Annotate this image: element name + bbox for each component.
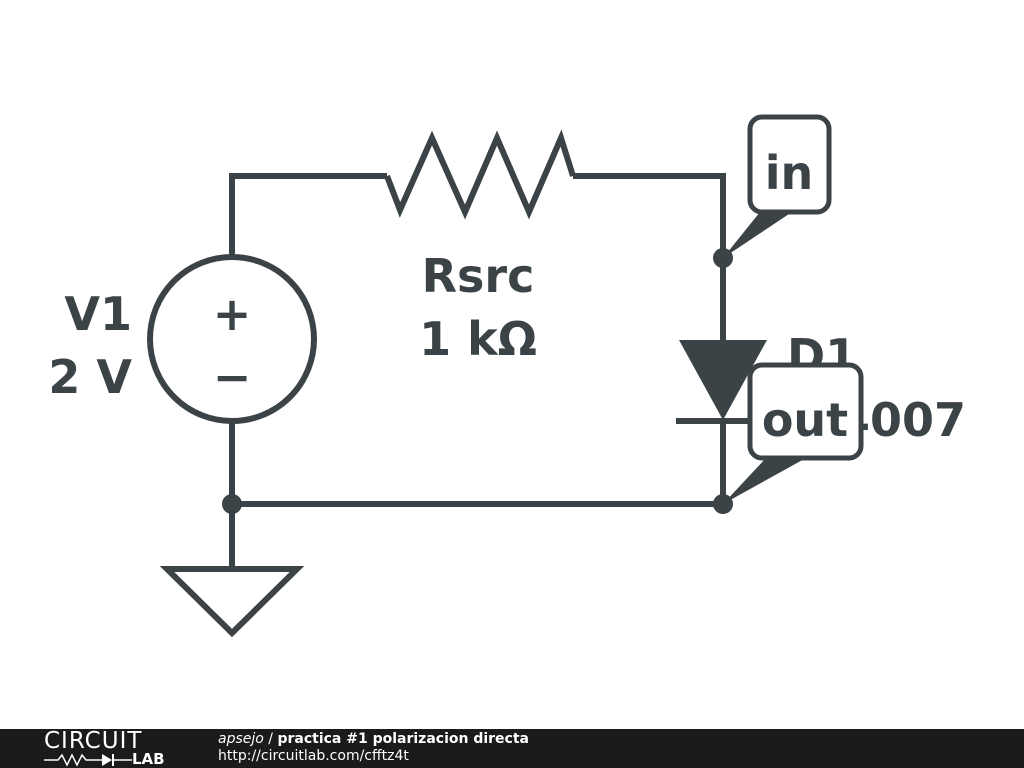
footer-separator: / (263, 731, 278, 747)
net-label-out-box (747, 362, 864, 461)
footer-url[interactable]: http://circuitlab.com/cfftz4t (218, 748, 409, 764)
source-value-label: 2 V (48, 350, 132, 404)
source-minus-sign: − (213, 350, 252, 404)
net-label-out[interactable]: out (723, 362, 864, 504)
source-plus-sign: + (213, 287, 252, 341)
schematic-canvas: + − V1 2 V Rsrc 1 kΩ D1 1N4007 in out (48, 114, 966, 638)
ground-symbol (159, 566, 305, 638)
footer-bar: CIRCUIT LAB apsejo / practica #1 polariz… (0, 729, 1024, 768)
logo-text-bottom: LAB (132, 750, 165, 768)
net-label-in-text: in (765, 146, 814, 200)
net-label-out-pointer (723, 458, 806, 504)
footer-author-link[interactable]: apsejo (218, 731, 264, 747)
footer-title-line: apsejo / practica #1 polarizacion direct… (218, 731, 529, 748)
diode-d1[interactable] (679, 340, 767, 420)
logo-resistor-diode-icon (44, 753, 132, 767)
net-label-in[interactable]: in (723, 114, 832, 258)
logo-text-top: CIRCUIT (44, 728, 143, 754)
net-label-out-text: out (762, 393, 848, 447)
footer-info: apsejo / practica #1 polarizacion direct… (218, 731, 529, 765)
wire-top-left (229, 173, 387, 256)
resistor-value-label: 1 kΩ (419, 312, 537, 366)
resistor-name-label: Rsrc (422, 249, 535, 303)
wire-top-right (573, 173, 726, 340)
footer-circuit-title[interactable]: practica #1 polarizacion directa (277, 731, 529, 747)
circuitlab-logo[interactable]: CIRCUIT LAB (44, 728, 174, 768)
source-name-label: V1 (64, 287, 132, 341)
net-label-in-box (747, 114, 832, 215)
resistor-rsrc[interactable] (384, 129, 576, 220)
junction-dot-ground (222, 494, 242, 514)
net-label-in-pointer (723, 212, 792, 258)
